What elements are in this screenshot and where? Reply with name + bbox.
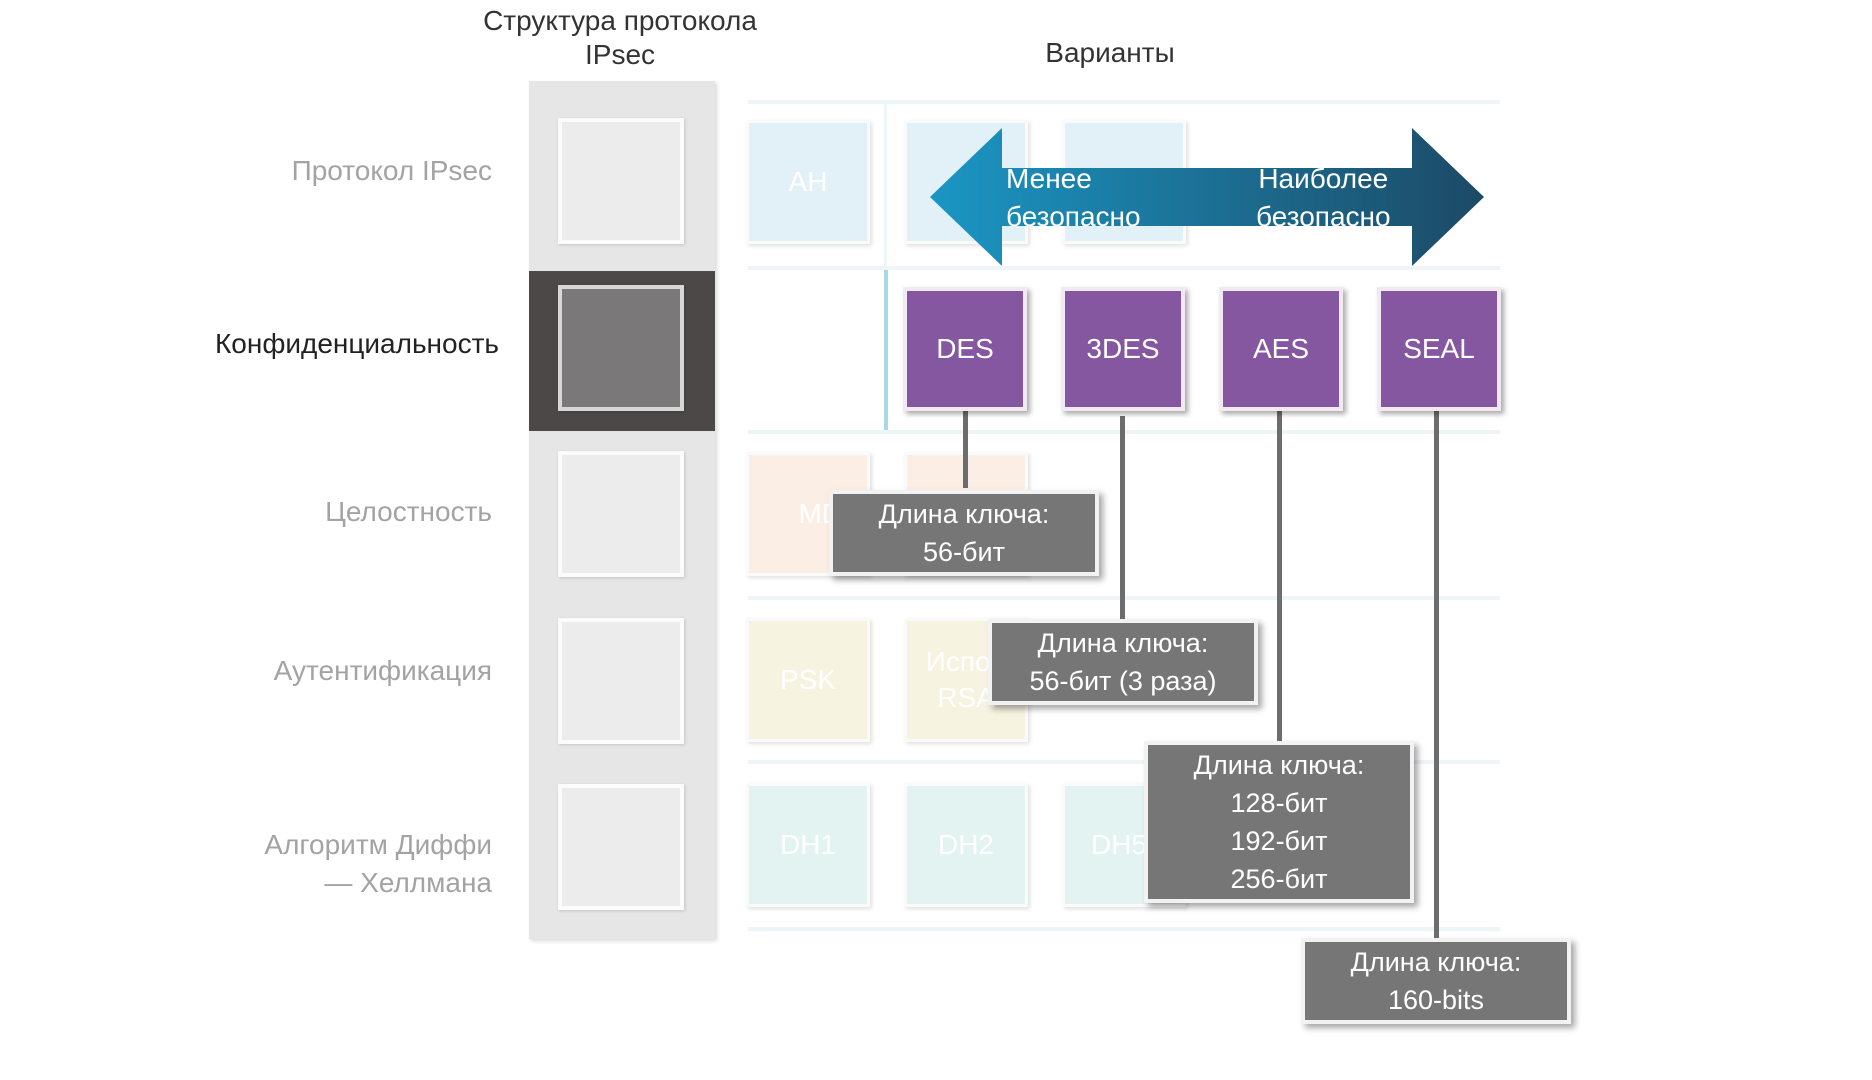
arrow-label-most-secure: Наиболее безопасно xyxy=(1256,160,1391,236)
option-dh1-label: DH1 xyxy=(779,829,836,860)
grid-line-2 xyxy=(748,266,1500,270)
key-length-seal-line2: 160-bits xyxy=(1387,985,1485,1015)
framework-box-integrity xyxy=(558,451,684,577)
row-label-confidentiality-text: Конфиденциальность xyxy=(214,328,499,359)
option-dh2: DH2 xyxy=(904,783,1028,907)
framework-title: Структура протокола IPsec xyxy=(440,4,800,72)
option-dh2-label: DH2 xyxy=(937,829,994,860)
option-seal[interactable]: SEAL xyxy=(1377,287,1501,411)
row-label-authentication-text: Аутентификация xyxy=(273,655,492,686)
grid-line-5 xyxy=(748,760,1500,764)
option-ah: AH xyxy=(746,120,870,244)
row-label-dh-line1: Алгоритм Диффи xyxy=(264,829,492,860)
row-label-protocol: Протокол IPsec xyxy=(292,152,492,190)
grid-vline-faint xyxy=(884,104,887,270)
grid-line-1 xyxy=(748,100,1500,104)
framework-box-dh xyxy=(558,784,684,910)
arrow-label-most-line1: Наиболее xyxy=(1258,163,1389,194)
arrow-label-less-secure: Менее безопасно xyxy=(1006,160,1141,236)
connector-aes xyxy=(1277,406,1282,742)
connector-3des xyxy=(1120,416,1125,620)
security-arrow-shape xyxy=(930,128,1484,266)
options-title: Варианты xyxy=(1045,37,1175,68)
framework-box-confidentiality xyxy=(558,285,684,411)
framework-title-line2: IPsec xyxy=(584,39,656,70)
option-ah-label: AH xyxy=(788,166,828,197)
option-aes[interactable]: AES xyxy=(1219,287,1343,411)
grid-line-6 xyxy=(748,927,1500,931)
key-length-aes-line4: 256-бит xyxy=(1230,864,1328,894)
option-dh5-label: DH5 xyxy=(1090,829,1147,860)
key-length-aes-line3: 192-бит xyxy=(1230,826,1328,856)
option-dh1: DH1 xyxy=(746,783,870,907)
row-label-integrity: Целостность xyxy=(325,493,492,531)
arrow-label-less-line2: безопасно xyxy=(1006,201,1141,232)
key-length-des-line1: Длина ключа: xyxy=(878,499,1050,529)
framework-box-authentication xyxy=(558,618,684,744)
key-length-3des-line2: 56-бит (3 раза) xyxy=(1029,666,1217,696)
key-length-des: Длина ключа: 56-бит xyxy=(829,490,1099,576)
key-length-3des-line1: Длина ключа: xyxy=(1037,628,1209,658)
option-psk-label: PSK xyxy=(779,664,837,695)
option-psk: PSK xyxy=(746,618,870,742)
arrow-label-less-line1: Менее xyxy=(1006,163,1092,194)
row-label-integrity-text: Целостность xyxy=(325,496,492,527)
connector-des xyxy=(963,406,968,488)
option-3des-label: 3DES xyxy=(1086,333,1160,364)
key-length-aes-line2: 128-бит xyxy=(1230,788,1328,818)
key-length-des-line2: 56-бит xyxy=(923,537,1005,567)
key-length-seal: Длина ключа: 160-bits xyxy=(1301,938,1571,1024)
row-label-authentication: Аутентификация xyxy=(274,652,492,690)
connector-seal xyxy=(1434,410,1439,940)
option-3des[interactable]: 3DES xyxy=(1061,287,1185,411)
arrow-label-most-line2: безопасно xyxy=(1256,201,1391,232)
option-des-label: DES xyxy=(936,333,994,364)
framework-title-line1: Структура протокола xyxy=(483,5,757,36)
grid-vline-active xyxy=(884,270,888,430)
option-des[interactable]: DES xyxy=(903,287,1027,411)
row-label-dh: Алгоритм Диффи — Хеллмана xyxy=(264,826,492,902)
security-arrow xyxy=(930,128,1484,266)
key-length-seal-line1: Длина ключа: xyxy=(1350,947,1522,977)
option-aes-label: AES xyxy=(1252,333,1310,364)
row-label-protocol-text: Протокол IPsec xyxy=(291,155,492,186)
framework-box-protocol xyxy=(558,118,684,244)
row-label-dh-line2: — Хеллмана xyxy=(324,867,492,898)
option-rsa-label-line2: RSA xyxy=(937,682,995,713)
key-length-aes-line1: Длина ключа: xyxy=(1193,750,1365,780)
row-label-confidentiality: Конфиденциальность xyxy=(215,325,499,363)
key-length-3des: Длина ключа: 56-бит (3 раза) xyxy=(988,619,1258,705)
option-seal-label: SEAL xyxy=(1403,333,1475,364)
key-length-aes: Длина ключа: 128-бит 192-бит 256-бит xyxy=(1144,741,1414,903)
